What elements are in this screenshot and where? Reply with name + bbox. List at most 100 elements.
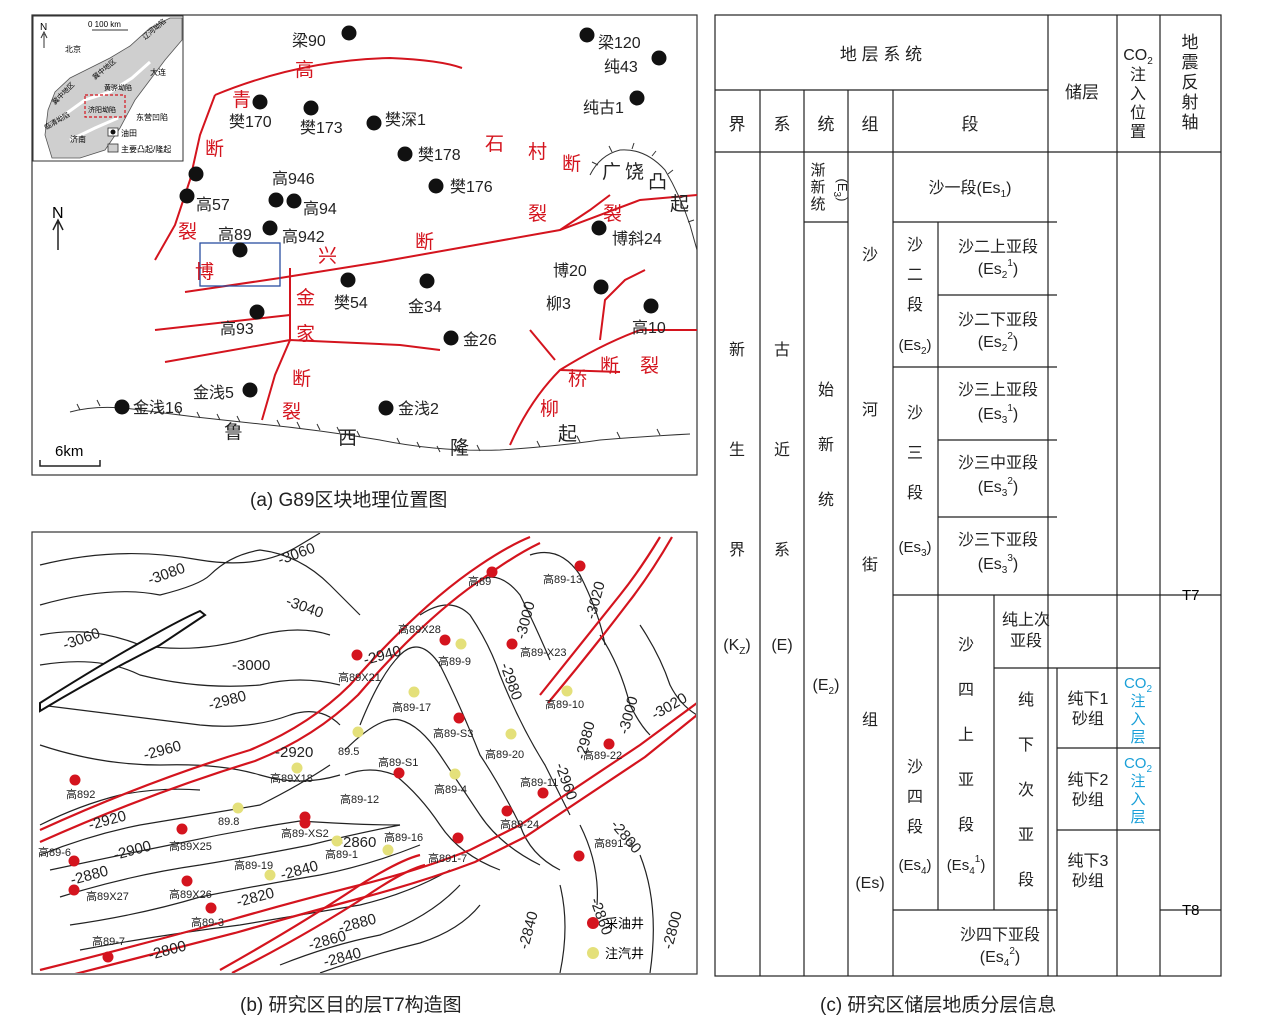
well-label: 金34 [408,298,442,316]
inset-label: 济南 [70,134,86,144]
fault-name-char: 兴 [318,245,337,267]
legend-steam-label: 注汽井 [605,946,644,961]
steam-well-label: 高89-1 [325,847,358,861]
jie-code: (KZ) [723,637,750,657]
steam-well-marker [352,726,364,738]
caption-a: (a) G89区块地理位置图 [250,490,448,511]
es4u-char: 四 [958,682,974,699]
sand-group-name: 纯下1 [1068,690,1109,708]
oil-well-label: 高89-XS2 [281,826,329,840]
es4u-char: 亚 [958,772,974,789]
well-label: 纯43 [604,58,638,76]
steam-well-marker [331,835,343,847]
oil-well-label: 高89-22 [583,748,622,762]
oil-well-label: 高89-7 [92,934,125,948]
uplift-char: 隆 [450,437,469,459]
oil-well-marker [68,855,80,867]
es2-char: 沙 [907,237,923,254]
north-arrow-icon [52,218,64,250]
jie-char: 生 [729,441,745,459]
steam-well-marker [382,844,394,856]
steam-well-label: 高89X18 [270,771,313,785]
oil-well-label: 高89-24 [500,817,539,831]
header-co2-char: 注 [1130,66,1146,84]
legend-steam-dot [587,947,599,959]
inset-label: 大连 [150,67,166,77]
oil-well-marker [176,823,188,835]
oil-well-marker [537,787,549,799]
xi-code: (E) [771,637,792,654]
scale-label: 6km [55,443,83,460]
col-header: 系 [774,115,791,134]
strat-table: T7 T8 地 层 系 统储层CO2注入位置地震反射轴界系统组段新生界(KZ)古… [714,14,1222,977]
fault-lines [154,56,698,446]
inset-map: N 0 100 km 北京 大连 济南 东营凹陷 黄骅坳陷 济阳坳陷 辽河坳陷 … [32,15,184,162]
es1-label: 沙一段(Es1) [929,179,1012,200]
es4-code: (Es4) [898,857,931,877]
es2-sub-code: (Es21) [978,258,1018,281]
structure-map: -3060 -3080 -3040 -3060 -3000 -2980 -296… [31,531,698,975]
t7-label: T7 [1182,587,1200,604]
col-header: 段 [962,115,979,134]
fault-name-char: 柳 [540,398,559,420]
north-label: N [52,205,64,222]
fault-name-char: 石 [485,134,504,155]
well-label: 樊178 [418,146,461,164]
fault-name-char: 裂 [603,203,622,225]
co2-layer-char: 层 [1130,809,1145,826]
header-seismic-char: 地 [1182,33,1199,52]
well-label: 高10 [632,319,666,337]
fault-name-char: 断 [205,138,224,160]
inset-scale: 0 100 km [88,20,121,29]
fault-lines [39,535,696,973]
jie-char: 界 [729,541,745,559]
fault-name-char: 桥 [568,368,587,390]
oil-well-label: 高89X25 [169,839,212,853]
steam-well-label: 高89-16 [384,830,423,844]
scale-bar [39,460,101,467]
contour-label: -3000 [232,657,270,674]
fault-name-char: 博 [195,261,214,283]
sand-group-name: 砂组 [1072,872,1104,890]
co2-layer-char: 注 [1130,693,1145,710]
zu-char: 河 [862,401,878,419]
sand-group-name: 纯下3 [1068,852,1109,870]
fault-name-char: 裂 [528,203,547,225]
es3-sub-name: 沙三中亚段 [958,454,1038,472]
inset-north: N [40,22,47,33]
oil-well-marker [501,805,513,817]
oil-well-label: 高89-13 [543,572,582,586]
steam-well-label: 高89-9 [438,654,471,668]
inset-legend: 油田 [121,128,137,138]
contour-label: -2860 [338,834,376,851]
oil-well-marker [486,566,498,578]
es3-char: 段 [907,484,923,502]
location-map: N 0 100 km 北京 大连 济南 东营凹陷 黄骅坳陷 济阳坳陷 辽河坳陷 … [31,14,698,476]
es3-sub-code: (Es33) [978,553,1018,576]
oil-well-marker [453,712,465,724]
inset-legend: 主要凸起/隆起 [121,144,171,154]
steam-well-marker [408,686,420,698]
es3-sub-code: (Es32) [978,476,1018,499]
steam-well-marker [505,728,517,740]
fault-name-char: 裂 [640,355,659,377]
fault-name-char: 断 [415,231,434,253]
well-label: 金浅16 [133,399,183,417]
oil-well-marker [205,902,217,914]
well-label: 博斜24 [612,230,662,248]
well-label: 金浅5 [193,384,234,402]
well-label: 樊深1 [385,111,426,129]
header-seismic-char: 轴 [1182,113,1199,132]
col-header: 统 [818,115,835,134]
uplift-char: 凸 [648,172,667,193]
t8-label: T8 [1182,902,1200,919]
oil-well-label: 高89X26 [169,887,212,901]
fault-name-char: 断 [292,368,311,390]
oil-well-marker [299,817,311,829]
chun-upper-char: 亚段 [1010,632,1042,650]
chun-lower-char: 段 [1018,871,1034,889]
es4l-code: (Es42) [980,946,1020,969]
header-seismic-char: 射 [1182,93,1199,112]
header-strat-system: 地 层 系 统 [840,45,922,64]
contour-lines [39,533,696,973]
